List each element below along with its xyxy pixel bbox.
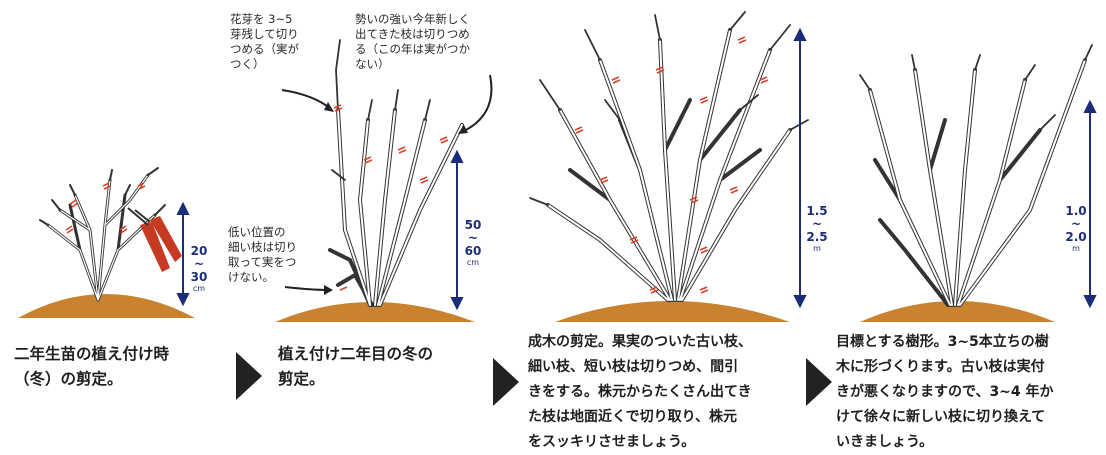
height-unit: m (813, 244, 821, 253)
cut-marks-shrub-2 (333, 104, 449, 291)
height-label-stage-2: 50 ~ 60 cm (460, 206, 486, 280)
height-arrows (176, 27, 1097, 311)
soil-mound-4 (860, 301, 1055, 322)
soil-mound-2 (275, 302, 475, 322)
shrub-seedling (39, 167, 166, 302)
height-value: 1.5 ~ 2.5 (806, 204, 828, 244)
note-pointer-heads (324, 102, 468, 295)
height-label-stage-3: 1.5 ~ 2.5 m (803, 192, 831, 266)
height-unit: m (1072, 244, 1080, 253)
height-label-stage-1: 20 ~ 30 cm (186, 232, 212, 306)
height-value: 20 ~ 30 (190, 244, 208, 284)
soil-mound-1 (18, 294, 195, 318)
height-value: 1.0 ~ 2.0 (1065, 204, 1087, 244)
caption-stage-3: 成木の剪定。果実のついた古い枝、 細い枝、短い枝は切りつめ、間引 きをする。株元… (528, 334, 752, 450)
caption-stage-2: 植え付け二年目の冬の 剪定。 (278, 345, 434, 388)
step-arrow-icon (806, 358, 832, 406)
note-low-thin-branches: 低い位置の 細い枝は切り 取って実をつ けない。 (228, 225, 297, 284)
height-value: 50 ~ 60 (464, 218, 482, 258)
note-flower-bud-cut: 花芽を 3~5 芽残して切り つめる（実が つく） (230, 12, 299, 71)
pruning-shears-icon (127, 207, 182, 272)
soil-mound-3 (555, 301, 790, 322)
step-arrow-icon (236, 352, 262, 400)
height-label-stage-4: 1.0 ~ 2.0 m (1062, 192, 1090, 266)
step-arrow-icon (493, 358, 519, 406)
note-vigorous-shoots: 勢いの強い今年新しく 出てきた枝は切りつめ る（この年は実がつか ない） (355, 12, 470, 71)
shrub-second-year (328, 39, 464, 307)
shrub-target-shape (859, 44, 1093, 307)
shrub-mature (529, 11, 809, 302)
caption-stage-1: 二年生苗の植え付け時 （冬）の剪定。 (14, 345, 170, 388)
caption-stage-4: 目標とする樹形。3~5本立ちの樹 木に形づくります。古い枝は実付 きが悪くなりま… (836, 334, 1054, 450)
height-unit: cm (192, 284, 206, 293)
cut-marks-shrub-3 (574, 36, 769, 294)
cut-marks-shrub-1 (65, 182, 146, 234)
height-unit: cm (466, 258, 480, 267)
